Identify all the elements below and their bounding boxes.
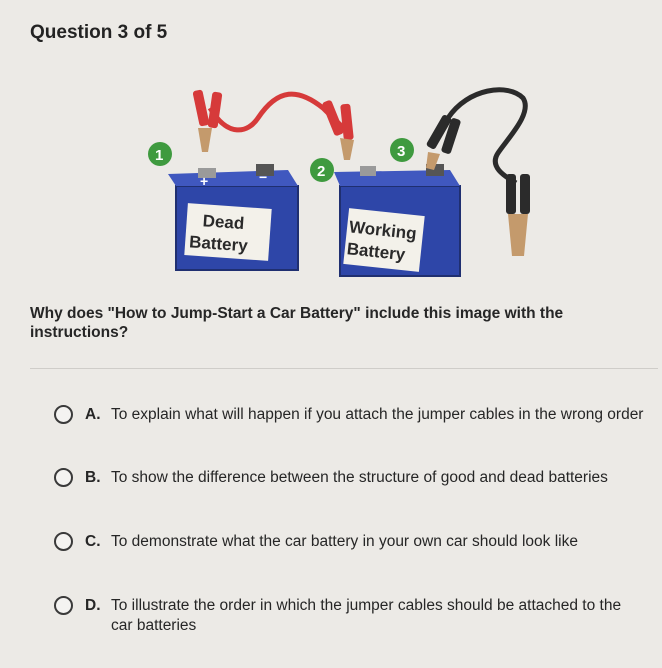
choice-a[interactable]: A. To explain what will happen if you at…	[54, 405, 644, 425]
black-clamp-working	[426, 115, 461, 154]
red-clamp-dead	[192, 89, 223, 129]
step-2-badge: 2	[310, 158, 334, 182]
plus-sign: +	[200, 173, 208, 189]
step-1-badge: 1	[148, 142, 172, 166]
svg-text:1: 1	[155, 147, 163, 164]
question-prompt: Why does "How to Jump-Start a Car Batter…	[30, 305, 564, 341]
radio-button-a[interactable]	[54, 405, 73, 424]
dead-battery-label-line2: Battery	[189, 232, 249, 255]
choice-d[interactable]: D. To illustrate the order in which the …	[54, 596, 644, 636]
choice-letter: A.	[85, 406, 101, 423]
choice-letter: D.	[85, 597, 101, 614]
dead-battery: Dead Battery + −	[168, 164, 299, 271]
dead-battery-label-line1: Dead	[202, 211, 245, 233]
jump-start-diagram: Dead Battery + − Working Battery 1 2 3	[148, 87, 530, 277]
question-counter: Question 3 of 5	[30, 22, 168, 43]
black-jumper-cable	[445, 87, 528, 186]
choice-letter: B.	[85, 469, 101, 486]
choice-letter: C.	[85, 533, 101, 550]
radio-button-c[interactable]	[54, 532, 73, 551]
red-jumper-cable	[207, 91, 346, 133]
black-clamp-loose	[506, 174, 530, 214]
divider	[30, 368, 658, 369]
svg-text:3: 3	[397, 143, 405, 160]
choice-text: To demonstrate what the car battery in y…	[111, 533, 578, 550]
choice-b[interactable]: B. To show the difference between the st…	[54, 468, 644, 488]
radio-button-d[interactable]	[54, 596, 73, 615]
red-clamp-working	[322, 100, 354, 141]
working-battery: Working Battery	[334, 164, 461, 277]
step-3-badge: 3	[390, 138, 414, 162]
choice-text: To illustrate the order in which the jum…	[111, 597, 622, 634]
choice-c[interactable]: C. To demonstrate what the car battery i…	[54, 532, 644, 552]
svg-text:2: 2	[317, 163, 325, 180]
radio-button-b[interactable]	[54, 468, 73, 487]
minus-sign: −	[259, 169, 267, 185]
choice-text: To explain what will happen if you attac…	[111, 406, 644, 423]
choice-text: To show the difference between the struc…	[111, 469, 608, 486]
